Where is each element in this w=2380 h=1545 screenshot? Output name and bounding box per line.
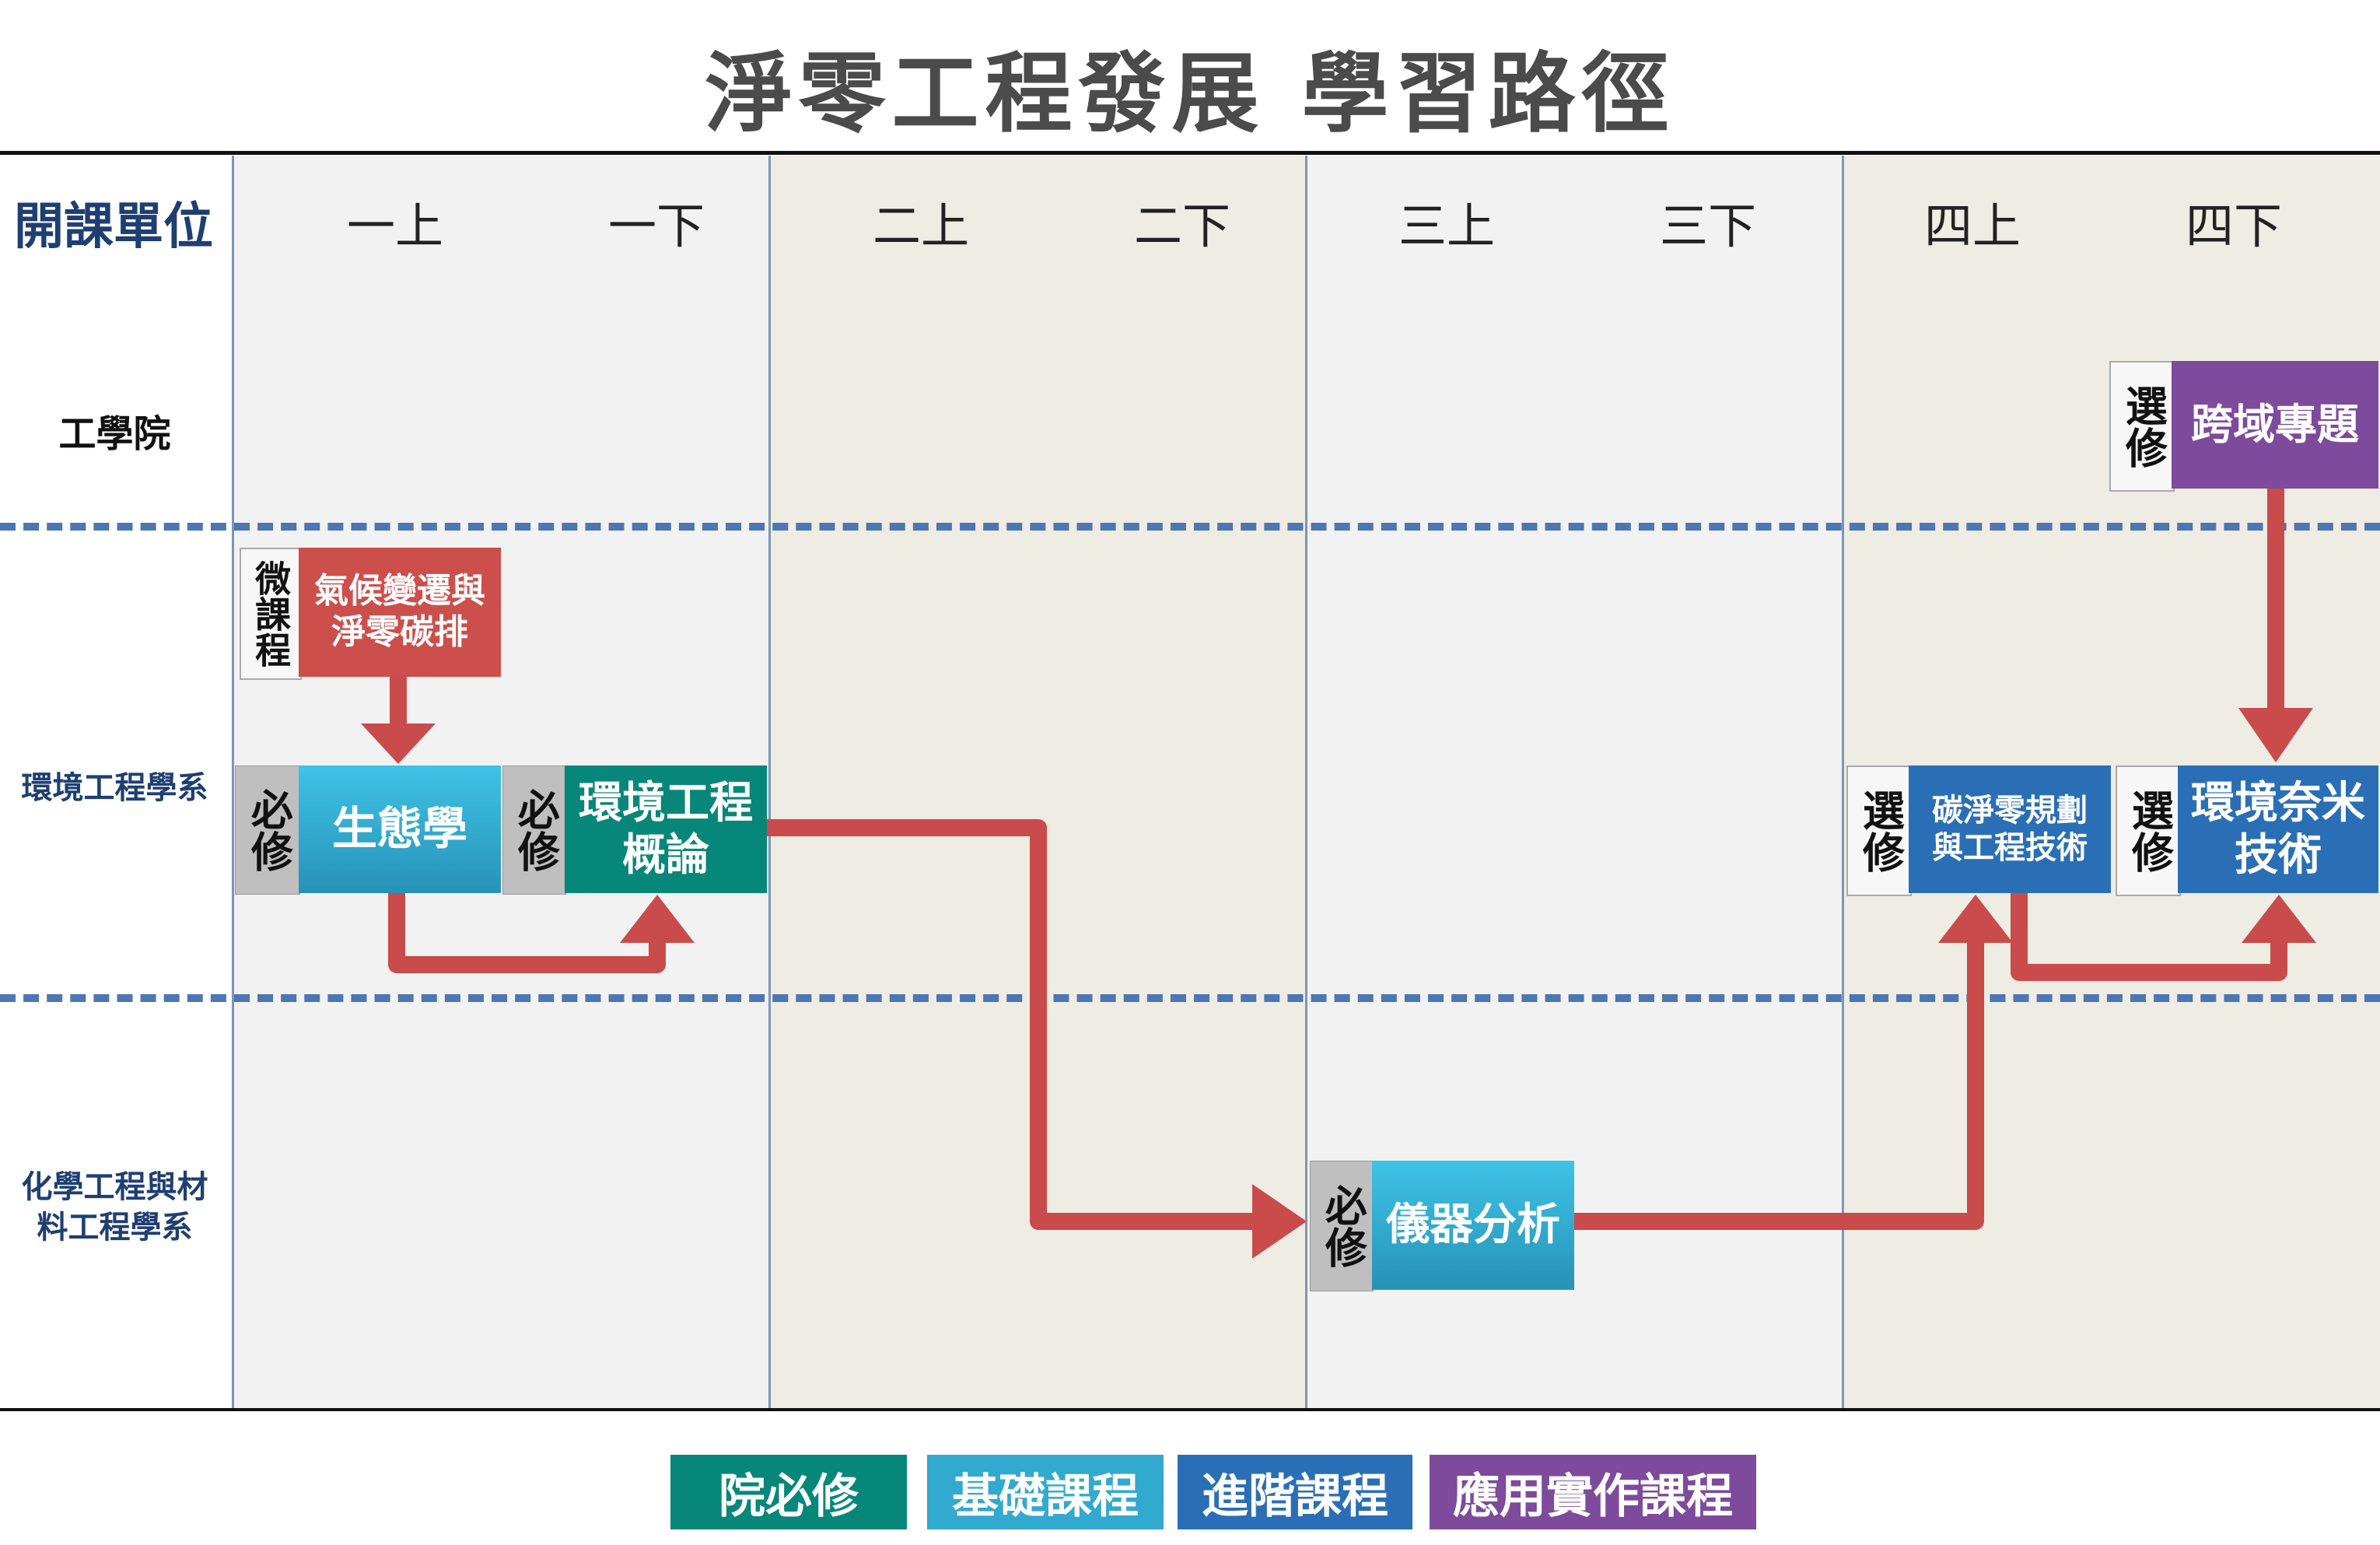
- arrow-instrument-to-carbon: [1570, 925, 1984, 1230]
- course-title-line1: 環境工程: [579, 777, 753, 829]
- semester-label: 四上: [1923, 198, 2021, 254]
- column-divider: [768, 156, 771, 1408]
- arrowhead: [2238, 708, 2313, 762]
- course-cross-domain[interactable]: 跨域專題: [2172, 361, 2378, 489]
- semester-label: 四下: [2185, 198, 2282, 254]
- unit-environmental: 環境工程學系: [21, 770, 208, 806]
- arrowhead: [1252, 1184, 1307, 1259]
- course-climate-change[interactable]: 氣候變遷與 淨零碳排: [299, 548, 501, 677]
- semester-label: 二上: [872, 198, 969, 254]
- legend-advanced: 進階課程: [1178, 1455, 1412, 1529]
- course-title-line2: 概論: [622, 830, 709, 881]
- semester-label: 三上: [1398, 198, 1495, 254]
- course-tag-text: 必修: [243, 788, 293, 872]
- course-tag-required: 必修: [235, 765, 300, 895]
- course-tag-text: 選修: [2124, 789, 2174, 873]
- semester-label: 一下: [607, 198, 705, 254]
- unit-engineering: 工學院: [58, 412, 171, 456]
- course-title-line1: 環境奈米: [2191, 777, 2365, 829]
- course-instrument-analysis[interactable]: 儀器分析: [1372, 1161, 1574, 1290]
- course-env-intro[interactable]: 環境工程 概論: [565, 765, 767, 893]
- arrowhead: [2242, 895, 2316, 943]
- course-title-line1: 碳淨零規劃: [1932, 793, 2088, 829]
- course-tag-elective: 選修: [2116, 765, 2181, 896]
- row-separator: [0, 994, 2380, 1002]
- arrow-ecology-to-intro: [388, 886, 666, 973]
- unit-chemical-line1: 化學工程與材: [21, 1169, 208, 1205]
- course-title-line2: 淨零碳排: [331, 612, 468, 652]
- semester-label: 二下: [1133, 198, 1230, 254]
- legend-basic: 基礎課程: [927, 1455, 1164, 1529]
- course-title: 儀器分析: [1386, 1200, 1560, 1251]
- course-tag-micro: 微課程: [240, 548, 302, 680]
- unit-chemical: 化學工程與材 料工程學系: [0, 1167, 229, 1248]
- course-tag-required: 必修: [1310, 1161, 1374, 1291]
- page-title: 淨零工程發展 學習路徑: [705, 44, 1675, 145]
- column-divider: [1842, 156, 1844, 1408]
- bottom-rule: [0, 1408, 2380, 1411]
- course-carbon-planning[interactable]: 碳淨零規劃 與工程技術: [1909, 765, 2111, 893]
- course-title-line2: 與工程技術: [1932, 830, 2088, 866]
- arrow-carbon-to-nano: [2011, 886, 2287, 981]
- course-tag-required: 必修: [502, 765, 566, 895]
- unit-header: 開課單位: [14, 198, 213, 256]
- row-separator: [0, 523, 2380, 531]
- legend-applied: 應用實作課程: [1430, 1455, 1756, 1529]
- course-tag-text: 微課程: [250, 560, 292, 667]
- course-tag-elective: 選修: [2109, 361, 2175, 492]
- course-tag-text: 選修: [1855, 789, 1905, 873]
- course-title-line2: 技術: [2235, 830, 2322, 881]
- course-title: 跨域專題: [2191, 399, 2359, 449]
- course-ecology[interactable]: 生態學: [299, 765, 501, 893]
- course-tag-text: 必修: [510, 788, 560, 872]
- top-rule: [0, 151, 2380, 155]
- course-tag-text: 必修: [1318, 1184, 1367, 1268]
- arrowhead: [620, 895, 695, 943]
- semester-label: 三下: [1659, 198, 1756, 254]
- arrowhead: [1938, 895, 2013, 943]
- column-divider: [232, 156, 234, 1408]
- column-divider: [1305, 156, 1307, 1408]
- arrowhead: [361, 723, 436, 764]
- course-tag-elective: 選修: [1846, 765, 1912, 896]
- course-title: 生態學: [331, 802, 467, 856]
- course-tag-text: 選修: [2118, 384, 2168, 468]
- arrow-intro-to-instrument: [765, 819, 1269, 1230]
- course-env-nano[interactable]: 環境奈米 技術: [2178, 765, 2378, 893]
- course-title-line1: 氣候變遷與: [314, 571, 485, 611]
- legend-required: 院必修: [670, 1455, 907, 1529]
- unit-chemical-line2: 料工程學系: [37, 1210, 193, 1245]
- semester-label: 一上: [346, 198, 443, 254]
